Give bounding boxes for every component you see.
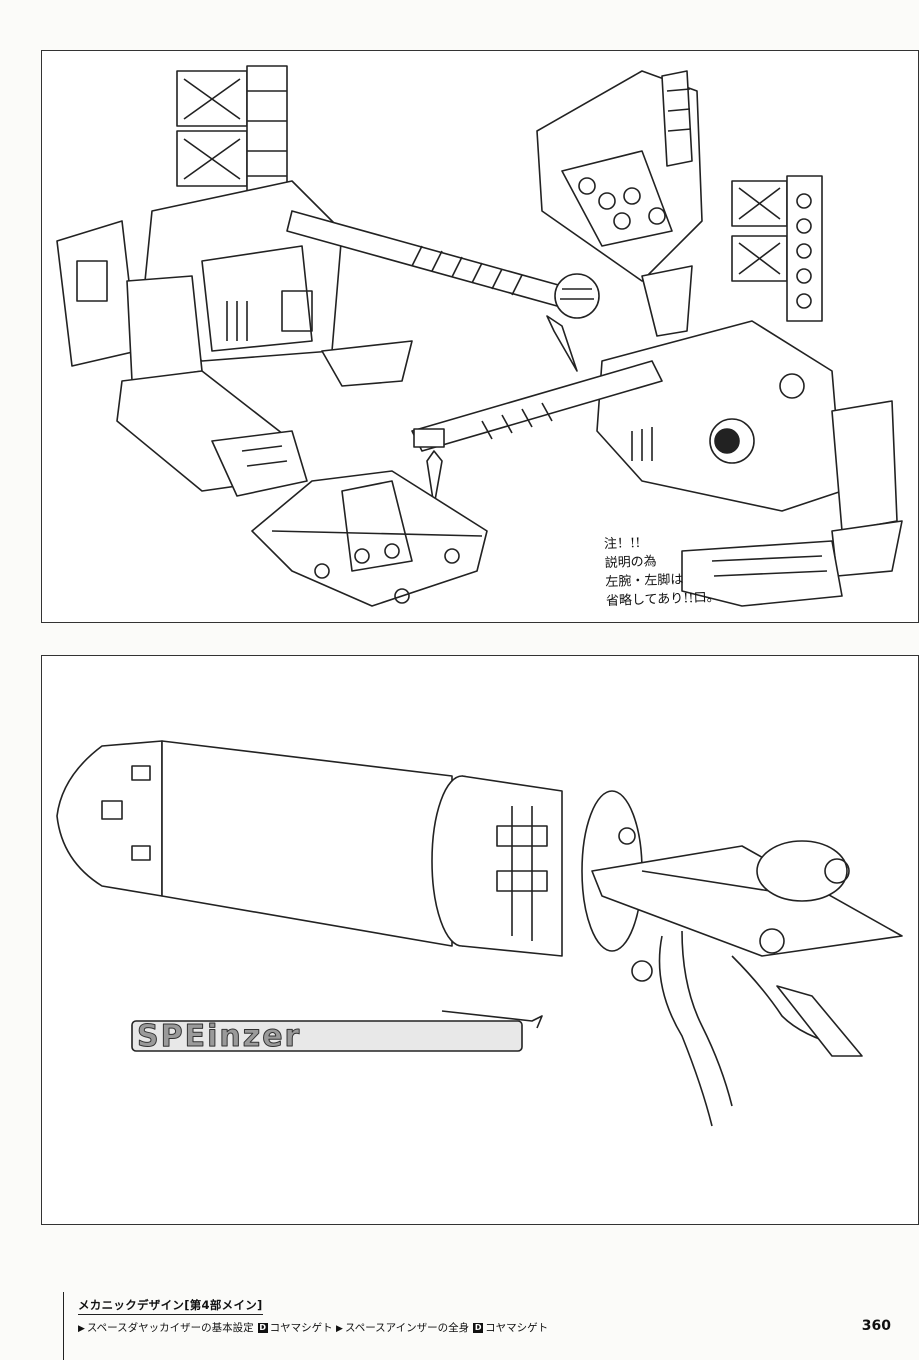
arrow-icon: ▶ [78, 1324, 85, 1334]
footer-rule [63, 1292, 64, 1360]
robot-right [411, 175, 903, 607]
caption-credit: コヤマシゲト [485, 1322, 549, 1334]
robot-foot [251, 470, 488, 607]
spear-weapon [56, 740, 903, 1127]
designer-tag-icon: D [473, 1323, 484, 1333]
mecha-lineart-bottom: SPEinzer [56, 740, 903, 1127]
spe-logo-graphic [131, 1010, 543, 1052]
arrow-icon: ▶ [336, 1324, 343, 1334]
caption-text: スペースダヤッカイザーの基本設定 [86, 1322, 254, 1334]
section-title: メカニックデザイン[第4部メイン] [78, 1297, 263, 1315]
caption-text: スペースアインザーの全身 [344, 1322, 470, 1334]
missile-pod-left [176, 65, 288, 202]
caption-credit: コヤマシゲト [269, 1322, 333, 1334]
robot-torso-left [141, 180, 600, 372]
robot-limbs-left [56, 220, 413, 497]
bottom-illustration-panel: SPEinzer [41, 655, 919, 1225]
handwritten-note: 注！!! 説明の為 左腕・左脚は 省略してあり!!口。 [604, 531, 727, 611]
logo-text: SPEinzer [137, 1019, 301, 1054]
robot-hand-top [536, 70, 703, 337]
page-number: 360 [861, 1318, 891, 1334]
top-illustration-panel: 注！!! 説明の為 左腕・左脚は 省略してあり!!口。 [41, 50, 919, 623]
designer-tag-icon: D [257, 1323, 268, 1333]
mecha-lineart-top [56, 65, 903, 607]
